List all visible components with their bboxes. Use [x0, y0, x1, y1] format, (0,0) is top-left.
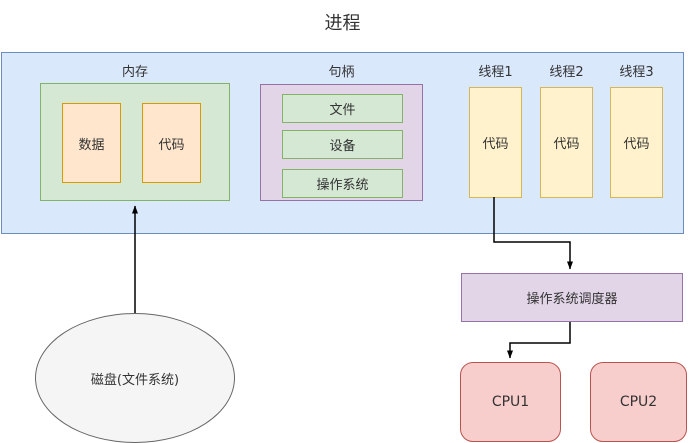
thread1-code-box: 代码 [469, 87, 522, 198]
handle-item-device: 设备 [282, 130, 403, 159]
handle-label: 句柄 [328, 65, 355, 80]
handle-item-file: 文件 [282, 94, 403, 123]
handle-item-os: 操作系统 [282, 169, 403, 198]
scheduler-box: 操作系统调度器 [461, 273, 683, 322]
cpu1-box: CPU1 [460, 362, 561, 442]
diagram-title: 进程 [324, 13, 361, 34]
thread3-label: 线程3 [619, 65, 654, 80]
thread1-label: 线程1 [478, 65, 513, 80]
thread2-label: 线程2 [549, 65, 584, 80]
process-container: 内存 数据 代码 句柄 文件 设备 操作系统 线程1 代码 线程2 代码 线程3… [1, 52, 684, 234]
thread3-code-box: 代码 [610, 87, 663, 198]
memory-code-box: 代码 [142, 103, 201, 183]
cpu2-box: CPU2 [590, 362, 687, 442]
thread2-code-box: 代码 [540, 87, 593, 198]
arrow-scheduler-to-cpu1 [507, 322, 571, 359]
disk-ellipse: 磁盘(文件系统) [35, 313, 235, 443]
handle-box: 文件 设备 操作系统 [260, 84, 423, 201]
memory-box: 数据 代码 [40, 83, 230, 201]
memory-data-box: 数据 [62, 103, 121, 183]
memory-label: 内存 [121, 65, 148, 80]
